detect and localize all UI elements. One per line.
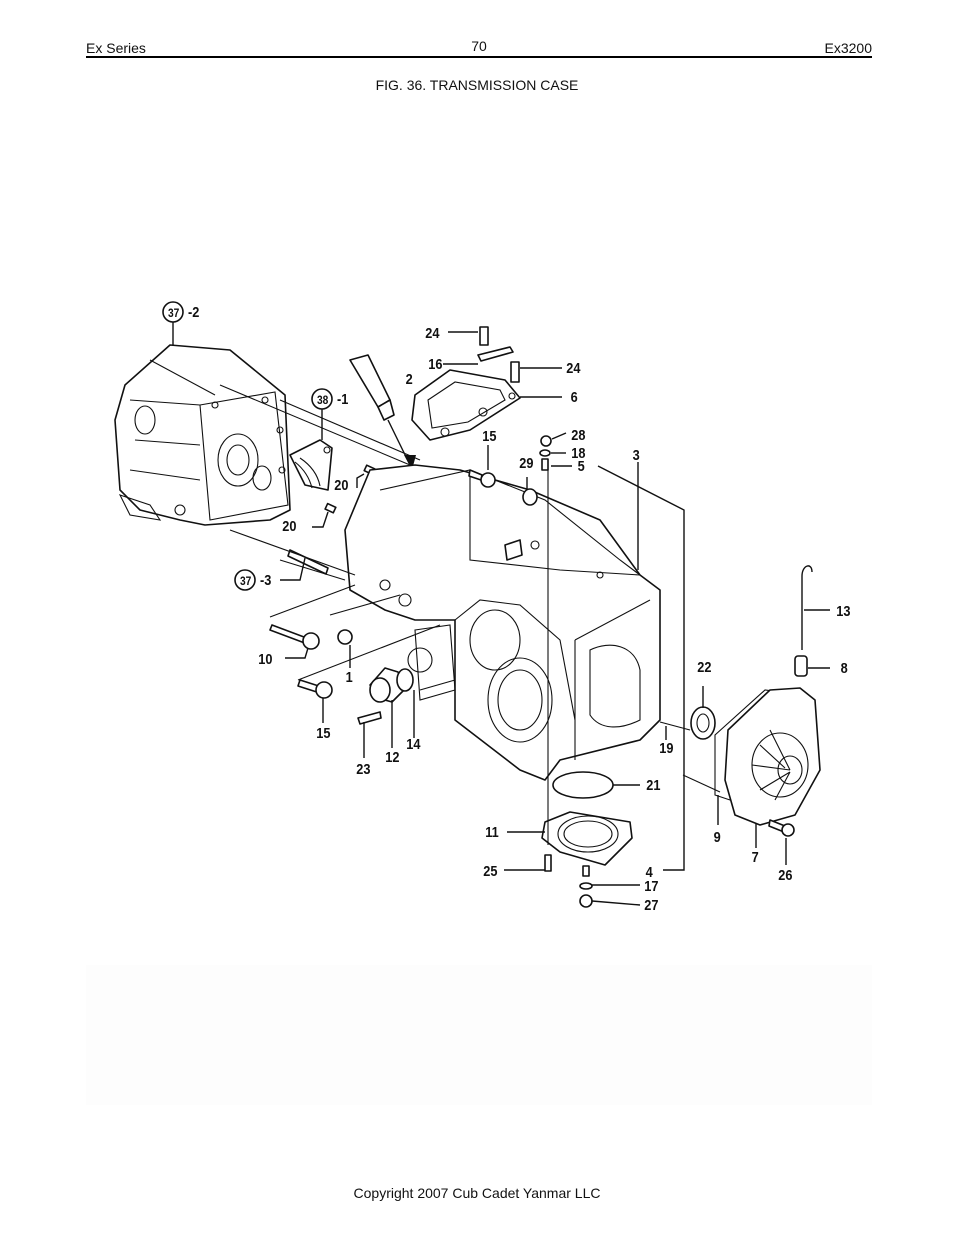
- callout-37-2: 37: [168, 307, 179, 320]
- callout-24b: 24: [566, 359, 580, 376]
- callout-15a: 15: [482, 427, 496, 444]
- ref-circle-38-1: [311, 388, 333, 410]
- callout-27: 27: [644, 896, 658, 913]
- callout-12: 12: [385, 748, 399, 765]
- callout-10: 10: [258, 650, 272, 667]
- header-rule: [86, 56, 872, 58]
- clutch-housing-drawing: [114, 344, 291, 526]
- callout-38-1: 38: [317, 394, 328, 407]
- callout-21: 21: [646, 776, 660, 793]
- callout-4: 4: [646, 863, 653, 880]
- top-cover-drawing: [411, 369, 521, 441]
- callout-9: 9: [714, 828, 721, 845]
- callout-2: 2: [406, 370, 413, 387]
- callout-13: 13: [836, 602, 850, 619]
- bearing-holder-drawing: [289, 439, 333, 491]
- transmission-case-drawing: [344, 464, 661, 781]
- callout-7: 7: [752, 848, 759, 865]
- callout-23: 23: [356, 760, 370, 777]
- callout-17: 17: [644, 877, 658, 894]
- callout-29: 29: [519, 454, 533, 471]
- callout-18: 18: [571, 444, 585, 461]
- callout-1: 1: [346, 668, 353, 685]
- callout-37-3: 37: [240, 575, 251, 588]
- callout-14: 14: [406, 735, 420, 752]
- callout-24a: 24: [425, 324, 439, 341]
- scan-background: [86, 965, 872, 1105]
- callout-25: 25: [483, 862, 497, 879]
- callout-16: 16: [428, 355, 442, 372]
- callout-15b: 15: [316, 724, 330, 741]
- callout-28: 28: [571, 426, 585, 443]
- copyright-footer: Copyright 2007 Cub Cadet Yanmar LLC: [353, 1185, 601, 1201]
- callout-8: 8: [841, 659, 848, 676]
- callout-11: 11: [485, 823, 499, 840]
- callout-19: 19: [659, 739, 673, 756]
- callout-38-1-suffix: -1: [337, 390, 349, 407]
- callout-3: 3: [633, 446, 640, 463]
- model-label: Ex3200: [824, 40, 872, 56]
- figure-title: FIG. 36. TRANSMISSION CASE: [375, 77, 579, 93]
- callout-5: 5: [578, 457, 585, 474]
- ref-circle-37-3: [234, 569, 256, 591]
- callout-22: 22: [697, 658, 711, 675]
- callout-20a: 20: [334, 476, 348, 493]
- page-number: 70: [471, 38, 487, 54]
- callout-37-2-suffix: -2: [188, 303, 200, 320]
- ref-circle-37-2: [162, 301, 184, 323]
- callout-37-3-suffix: -3: [260, 571, 272, 588]
- callout-6: 6: [571, 388, 578, 405]
- leader-lines: [172, 322, 830, 906]
- series-label: Ex Series: [86, 40, 146, 56]
- callout-26: 26: [778, 866, 792, 883]
- callout-20b: 20: [282, 517, 296, 534]
- page-header: Ex Series 70 Ex3200: [86, 38, 872, 56]
- exploded-parts-diagram: 37 -2 38 -1 37 -3 24 16 24 2 6 15 28 18 …: [86, 110, 872, 1110]
- assembly-lines: [219, 384, 721, 845]
- side-cover-drawing: [724, 687, 821, 826]
